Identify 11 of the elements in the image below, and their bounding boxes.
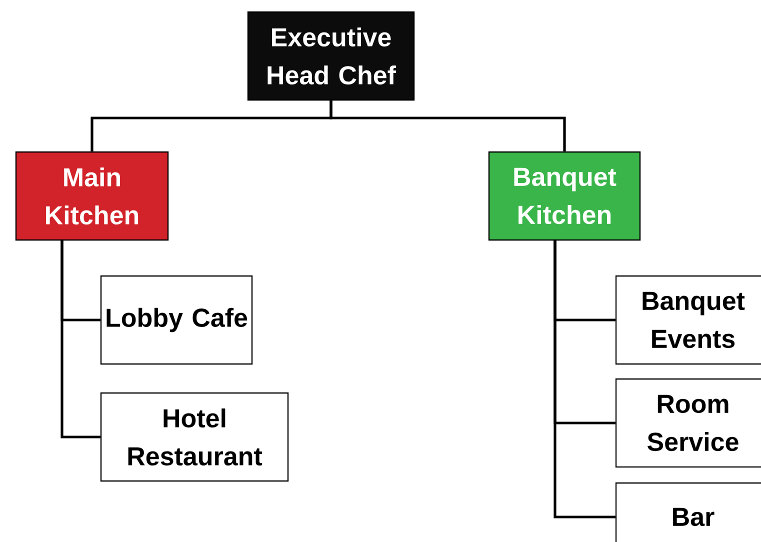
org-box: Hotel Restaurant [100,392,289,482]
org-box: Bar [615,482,761,542]
connector-line [554,240,616,518]
org-box: Banquet Events [615,275,761,365]
connector-line [330,100,566,152]
org-box: Room Service [615,378,761,468]
org-box: Banquet Kitchen [488,151,641,241]
connector-line [60,240,100,438]
org-box: Main Kitchen [15,151,169,241]
org-box: Executive Head Chef [247,11,415,101]
org-box: Lobby Cafe [100,275,253,365]
